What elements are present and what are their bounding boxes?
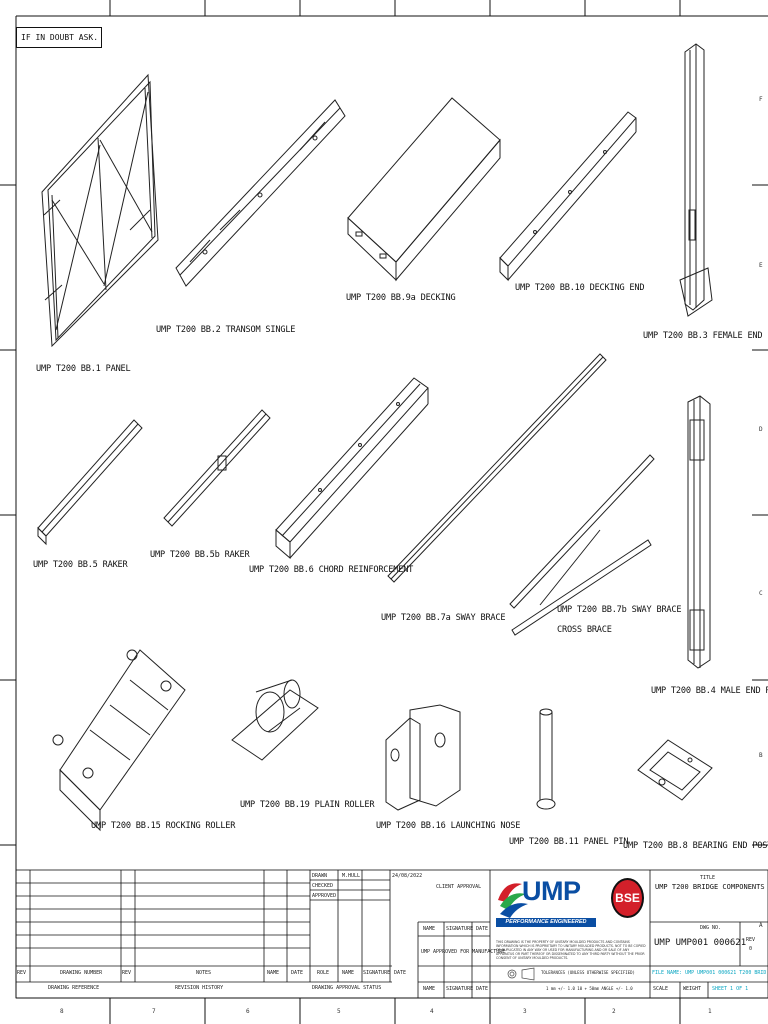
date-label-role: DATE xyxy=(394,970,407,976)
drawn-name: M.HULL xyxy=(342,873,361,879)
scale-label: SCALE xyxy=(653,986,669,992)
label-sway-brace-cross-line1: UMP T200 BB.7b SWAY BRACE xyxy=(557,605,682,615)
ump-tagline: PERFORMANCE ENGINEERED SOLUTIONS xyxy=(496,918,596,934)
label-male-end-post: UMP T200 BB.4 MALE END POST xyxy=(651,686,768,696)
ump-swoosh-icon xyxy=(498,883,528,918)
transom-drawing xyxy=(175,99,346,287)
raker-5b-drawing xyxy=(163,409,271,527)
revision-history-label: REVISION HISTORY xyxy=(175,985,224,991)
male-end-post-drawing xyxy=(687,395,711,669)
panel-drawing xyxy=(41,73,159,348)
notes-label: NOTES xyxy=(196,970,212,976)
label-sway-brace: UMP T200 BB.7a SWAY BRACE xyxy=(381,613,506,623)
drawn-date: 24/08/2022 xyxy=(392,873,423,879)
decking-drawing xyxy=(347,97,501,282)
sheet-number: SHEET 1 OF 1 xyxy=(712,986,749,992)
label-panel-pin: UMP T200 BB.11 PANEL PIN xyxy=(509,837,629,847)
zone-number-1: 1 xyxy=(708,1008,712,1015)
approved-for-manufacture: UMP APPROVED FOR MANUFACTURE xyxy=(421,949,506,955)
weight-label: WEIGHT xyxy=(683,986,702,992)
label-rocking-roller: UMP T200 BB.15 ROCKING ROLLER xyxy=(91,821,236,831)
rocking-roller-drawing xyxy=(52,649,186,832)
drawing-title: UMP T200 BRIDGE COMPONENTS xyxy=(655,883,765,891)
rev-label-2: REV xyxy=(122,970,132,976)
title-label: TITLE xyxy=(700,875,716,881)
zone-letter-b: B xyxy=(759,752,763,759)
tolerances-label: TOLERANCES (UNLESS OTHERWISE SPECIFIED) xyxy=(541,970,635,975)
rev-label: REV xyxy=(17,970,27,976)
ump-logo: UMP PERFORMANCE ENGINEERED SOLUTIONS xyxy=(493,875,599,934)
zone-number-4: 4 xyxy=(430,1008,434,1015)
zone-number-3: 3 xyxy=(523,1008,527,1015)
date-label-bottom: DATE xyxy=(476,986,489,992)
approved-label: APPROVED xyxy=(312,893,337,899)
bse-logo: BSE xyxy=(611,878,644,918)
signature-label-bottom: SIGNATURE xyxy=(446,986,474,992)
drawn-label: DRAWN xyxy=(312,873,328,879)
confidentiality-notice: THIS DRAWING IS THE PROPERTY OF UNITARY … xyxy=(496,940,646,960)
zone-letter-e: E xyxy=(759,262,763,269)
drawing-number-label: DRAWING NUMBER xyxy=(60,970,103,976)
zone-letter-a: A xyxy=(759,922,763,929)
name-label-rev: NAME xyxy=(267,970,280,976)
sway-brace-cross-drawing xyxy=(509,454,655,636)
label-chord-reinforcement: UMP T200 BB.6 CHORD REINFORCEMENT xyxy=(249,565,414,575)
date-label-rev: DATE xyxy=(291,970,304,976)
title-block-grid xyxy=(15,869,768,999)
chord-reinforcement-drawing xyxy=(275,377,429,560)
label-decking-end: UMP T200 BB.10 DECKING END xyxy=(515,283,645,293)
label-transom: UMP T200 BB.2 TRANSOM SINGLE xyxy=(156,325,296,335)
raker-drawing xyxy=(37,419,143,546)
dwg-no-label: DWG NO. xyxy=(700,925,722,931)
date-label: DATE xyxy=(476,926,489,932)
label-plain-roller: UMP T200 BB.19 PLAIN ROLLER xyxy=(240,800,375,810)
launching-nose-drawing xyxy=(385,704,461,811)
drawing-number: UMP UMP001 000621 xyxy=(654,938,747,948)
zone-number-5: 5 xyxy=(337,1008,341,1015)
role-label: ROLE xyxy=(317,970,330,976)
zone-number-8: 8 xyxy=(60,1008,64,1015)
label-female-end-post: UMP T200 BB.3 FEMALE END POST xyxy=(643,331,768,341)
name-label-bottom: NAME xyxy=(423,986,436,992)
signature-label-role: SIGNATURE xyxy=(363,970,391,976)
ump-logo-text: UMP xyxy=(522,876,581,906)
tolerance-values: 1 mm +/- 1.0 10 + 50mm ANGLE +/- 1.0 xyxy=(546,986,633,991)
zone-number-6: 6 xyxy=(246,1008,250,1015)
drawing-approval-status-label: DRAWING APPROVAL STATUS xyxy=(312,985,382,991)
name-label-role: NAME xyxy=(342,970,355,976)
checked-label: CHECKED xyxy=(312,883,334,889)
if-in-doubt-notice: IF IN DOUBT ASK. xyxy=(16,27,102,48)
label-sway-brace-cross-line2: CROSS BRACE xyxy=(557,625,612,635)
zone-letter-f: F xyxy=(759,96,763,103)
bearing-end-post-drawing xyxy=(637,739,713,801)
zone-letter-d: D xyxy=(759,426,763,433)
file-name: FILE NAME: UMP UMP001 000621 T200 BRIDGE… xyxy=(652,970,766,976)
decking-end-drawing xyxy=(499,111,637,282)
rev-short-label: REV xyxy=(746,937,756,943)
drawing-reference-label: DRAWING REFERENCE xyxy=(48,985,100,991)
female-end-post-drawing xyxy=(679,43,713,317)
label-decking: UMP T200 BB.9a DECKING xyxy=(346,293,456,303)
sway-brace-drawing xyxy=(387,353,607,583)
name-label: NAME xyxy=(423,926,436,932)
zone-number-2: 2 xyxy=(612,1008,616,1015)
client-approval-label: CLIENT APPROVAL xyxy=(436,884,482,890)
zone-number-7: 7 xyxy=(152,1008,156,1015)
label-bearing-end-post: UMP T200 BB.8 BEARING END POST xyxy=(623,841,768,851)
projection-symbol-icon xyxy=(507,967,535,981)
label-panel: UMP T200 BB.1 PANEL xyxy=(36,364,131,374)
rev-value: 0 xyxy=(749,946,753,952)
signature-label: SIGNATURE xyxy=(446,926,474,932)
plain-roller-drawing xyxy=(231,679,319,761)
zone-letter-c: C xyxy=(759,590,763,597)
label-raker: UMP T200 BB.5 RAKER xyxy=(33,560,128,570)
label-raker-5b: UMP T200 BB.5b RAKER xyxy=(150,550,250,560)
panel-pin-drawing xyxy=(536,708,556,810)
label-launching-nose: UMP T200 BB.16 LAUNCHING NOSE xyxy=(376,821,521,831)
